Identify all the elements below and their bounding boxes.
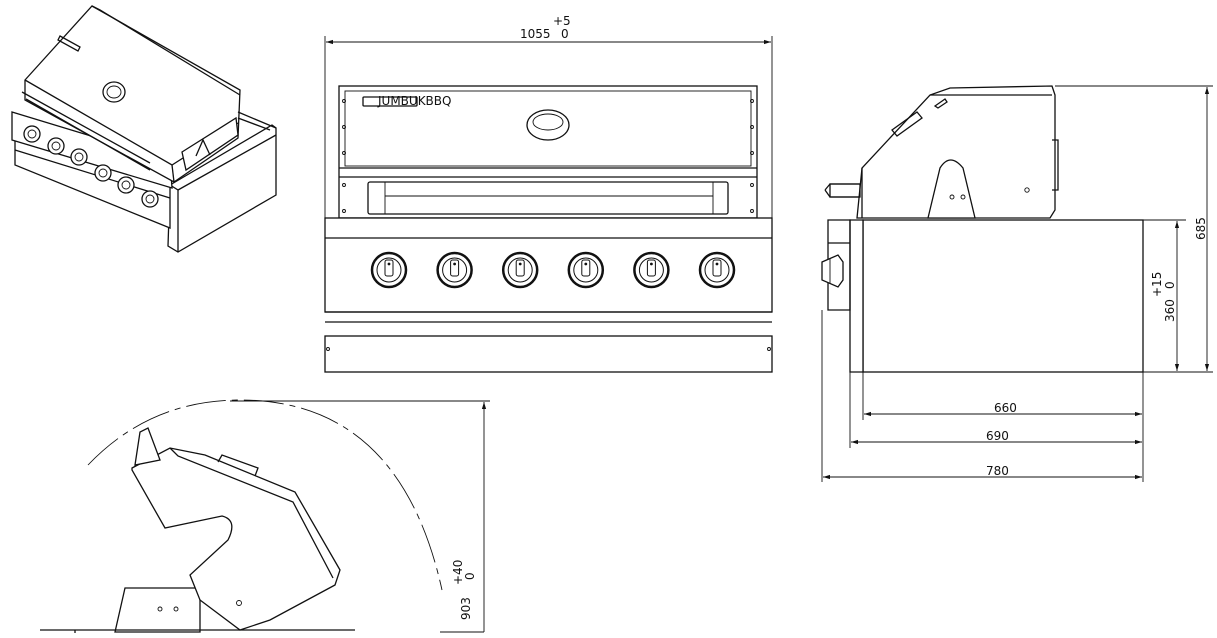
open-height-lower-tol: 0 — [463, 572, 477, 580]
front-knobs — [370, 251, 736, 289]
height-base-lower-tol: 0 — [1163, 281, 1177, 289]
knob-3 — [501, 251, 539, 289]
knob-5 — [633, 251, 670, 289]
side-view: 685 360 +15 0 660 690 780 — [821, 85, 1213, 482]
open-lid-view: 903 +40 0 — [40, 399, 490, 633]
height-total-dim: 685 — [1194, 217, 1208, 240]
width-dim-upper-tol: +5 — [553, 14, 571, 28]
brand-label: JUMBUKBBQ — [377, 94, 451, 108]
height-base-upper-tol: +15 — [1150, 272, 1164, 297]
width-dim-lower-tol: 0 — [561, 27, 569, 41]
width-dim-value: 1055 — [520, 27, 551, 41]
open-height-upper-tol: +40 — [451, 560, 465, 585]
open-height-dim-value: 903 — [459, 597, 473, 620]
knob-2 — [436, 251, 473, 289]
depth-dim-660: 660 — [994, 401, 1017, 415]
height-base-dim-value: 360 — [1163, 299, 1177, 322]
isometric-view — [11, 5, 277, 253]
depth-dim-780: 780 — [986, 464, 1009, 478]
front-view: 1055 +5 0 JUMBUKBBQ — [324, 14, 773, 373]
knob-4 — [567, 251, 605, 289]
iso-knobs — [23, 125, 159, 208]
knob-6 — [698, 251, 736, 289]
knob-1 — [370, 251, 408, 289]
depth-dim-690: 690 — [986, 429, 1009, 443]
